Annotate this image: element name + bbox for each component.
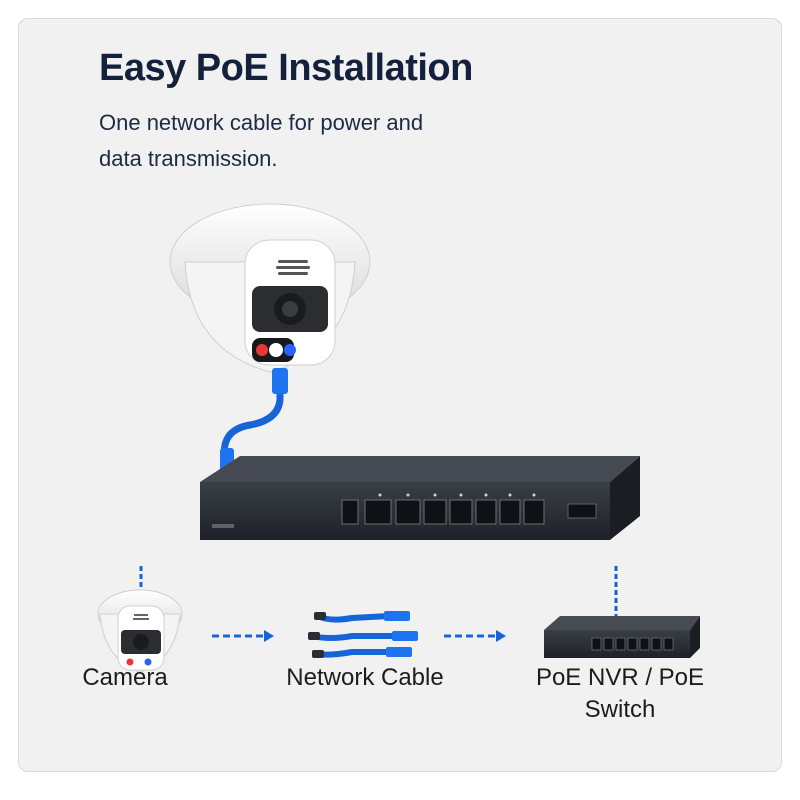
page-subtitle: One network cable for power and data tra… [99,110,424,171]
poe-switch-icon [544,566,700,658]
page-title: Easy PoE Installation [99,47,473,89]
network-cable-icon [308,611,418,658]
step-label-poe-nvr-switch: PoE NVR / PoE Switch [535,664,705,723]
cable-connector [272,368,288,394]
main-poe-switch-icon [200,456,640,540]
main-camera-icon [169,203,371,373]
step-label-camera: Camera [82,664,168,691]
arrow-right-icon-2 [444,630,506,642]
camera-icon [97,566,183,673]
step-label-network-cable: Network Cable [286,664,444,691]
arrow-right-icon-1 [212,630,274,642]
